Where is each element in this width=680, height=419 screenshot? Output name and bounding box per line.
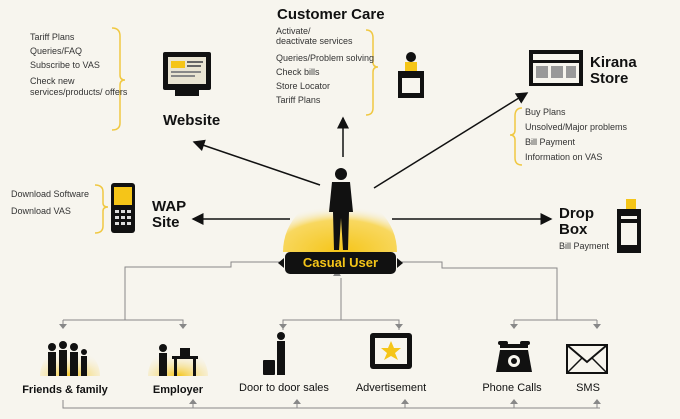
arrow-website bbox=[192, 139, 321, 186]
wap-item: Download VAS bbox=[11, 206, 71, 216]
care-item: Tariff Plans bbox=[276, 95, 321, 105]
website-items: Tariff Plans Queries/FAQ Subscribe to VA… bbox=[30, 30, 140, 98]
drop-box-title-line1: Drop bbox=[559, 205, 594, 222]
wap-item: Download Software bbox=[11, 189, 90, 199]
advertisement-label: Advertisement bbox=[355, 382, 427, 394]
kirana-bracket bbox=[509, 107, 523, 166]
customer-care-title: Customer Care bbox=[277, 6, 385, 23]
wap-title: WAP Site bbox=[152, 199, 186, 231]
friends-family-label: Friends & family bbox=[22, 384, 108, 396]
website-title: Website bbox=[163, 112, 221, 129]
family-icon bbox=[40, 341, 100, 376]
casual-user-label: Casual User bbox=[302, 255, 379, 270]
call-center-agent-icon bbox=[398, 52, 424, 98]
kirana-title-line1: Kirana bbox=[590, 54, 637, 71]
wap-title-line1: WAP bbox=[152, 198, 187, 215]
care-item: Check bills bbox=[276, 67, 320, 77]
kirana-item: Unsolved/Major problems bbox=[525, 122, 628, 132]
wap-bracket bbox=[94, 184, 109, 234]
arrow-kirana bbox=[373, 92, 529, 189]
website-item: Check new bbox=[30, 76, 75, 86]
employer-label: Employer bbox=[152, 384, 204, 396]
mobile-phone-icon bbox=[111, 183, 135, 233]
phone-calls-label: Phone Calls bbox=[482, 382, 542, 394]
care-item: Queries/Problem solving bbox=[276, 53, 375, 63]
care-bracket bbox=[365, 29, 379, 116]
website-item: Subscribe to VAS bbox=[30, 60, 100, 70]
door-to-door-label: Door to door sales bbox=[239, 382, 329, 394]
kirana-item: Buy Plans bbox=[525, 107, 566, 117]
website-item: Queries/FAQ bbox=[30, 46, 83, 56]
casual-user-figure-icon bbox=[329, 168, 353, 250]
kirana-title-line2: Store bbox=[590, 70, 629, 87]
drop-box-title-line2: Box bbox=[559, 221, 588, 238]
wap-title-line2: Site bbox=[152, 214, 180, 231]
kirana-items: Buy Plans Unsolved/Major problems Bill P… bbox=[525, 105, 655, 165]
envelope-icon bbox=[566, 344, 608, 374]
customer-care-items: Activate/ deactivate services Queries/Pr… bbox=[276, 26, 386, 107]
drop-box-icon bbox=[617, 199, 641, 253]
telephone-icon bbox=[496, 341, 532, 372]
care-item: Activate/ bbox=[276, 26, 311, 36]
website-item: Tariff Plans bbox=[30, 32, 75, 42]
kirana-item: Information on VAS bbox=[525, 152, 603, 162]
kirana-title: Kirana Store bbox=[590, 55, 637, 87]
website-bracket bbox=[111, 27, 126, 131]
tv-icon bbox=[370, 333, 412, 369]
sms-label: SMS bbox=[576, 382, 600, 394]
wap-items: Download Software Download VAS bbox=[11, 186, 106, 220]
store-icon bbox=[529, 50, 583, 86]
monitor-icon bbox=[163, 52, 211, 96]
employer-icon bbox=[148, 344, 208, 376]
website-item: services/products/ offers bbox=[30, 87, 128, 97]
drop-box-item: Bill Payment bbox=[559, 241, 610, 251]
drop-box-title: Drop Box bbox=[559, 206, 594, 238]
kirana-item: Bill Payment bbox=[525, 137, 576, 147]
care-item: deactivate services bbox=[276, 36, 353, 46]
salesman-icon bbox=[263, 332, 285, 375]
care-item: Store Locator bbox=[276, 81, 331, 91]
casual-user-box bbox=[285, 252, 396, 274]
